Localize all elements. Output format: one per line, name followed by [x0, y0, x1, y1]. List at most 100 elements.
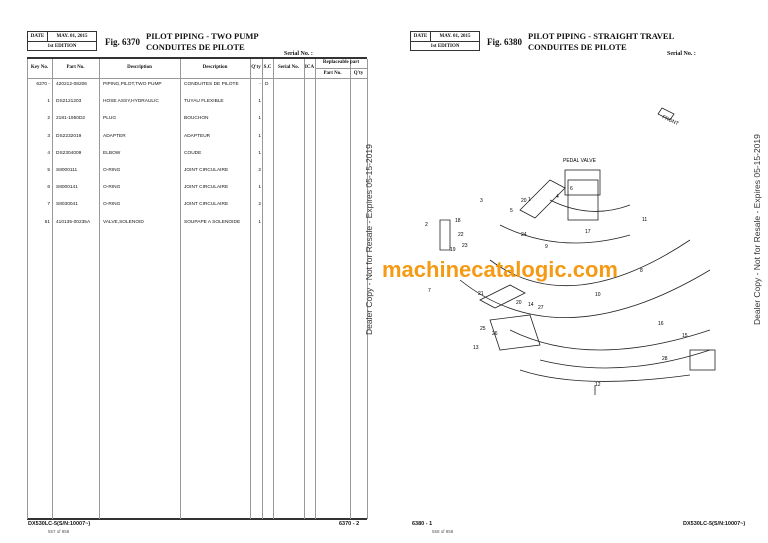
cell-en: O-RING	[103, 185, 121, 191]
col-rep-part-no: Part No.	[323, 71, 342, 76]
cell-part: DS2304009	[56, 150, 82, 156]
column-divider	[315, 59, 316, 519]
front-label: FRONT	[661, 114, 679, 127]
cell-en: VALVE,SOLENOID	[103, 219, 144, 225]
cell-fr: COUDE	[184, 150, 202, 156]
dealer-notice-left: Dealer Copy - Not for Resale - Expires 0…	[364, 144, 374, 335]
cell-fr: JOINT CIRCULAIRE	[184, 185, 229, 191]
cell-key: 6370 -	[36, 82, 50, 87]
front-arrow-icon	[657, 107, 675, 121]
column-divider	[250, 59, 251, 519]
callout-number: 3	[480, 198, 483, 204]
footer-model-right: DX530LC-5(S/N:10007~)	[683, 521, 746, 527]
cell-key: 1	[47, 99, 50, 105]
column-divider	[27, 59, 28, 519]
callout-number: 28	[662, 356, 668, 362]
callout-number: 18	[455, 218, 461, 224]
col-desc-fr: Description	[202, 65, 228, 70]
date-label: DATE	[28, 32, 48, 41]
cell-qty: 1	[258, 185, 261, 191]
watermark: machinecatalogic.com	[382, 257, 618, 282]
cell-part: 2181-1950D2	[56, 116, 86, 122]
footer-page-left: 6370 - 2	[339, 521, 360, 527]
col-key-no: Key No.	[30, 65, 49, 70]
column-divider	[273, 59, 274, 519]
col-replaceable: Replaceable part	[322, 60, 360, 65]
title-en: PILOT PIPING - TWO PUMP	[146, 31, 259, 41]
cell-part: S8030041	[56, 202, 78, 208]
cell-qty: 1	[258, 219, 261, 225]
callout-number: 25	[480, 326, 486, 332]
callout-number: 10	[595, 292, 601, 298]
cell-qty: 1	[258, 133, 261, 139]
cell-qty: 2	[258, 168, 261, 173]
table-top-rule	[27, 57, 367, 59]
cell-qty: 1	[258, 99, 261, 105]
footer-model-left: DX530LC-5(S/N:10007~)	[28, 521, 91, 527]
cell-fr: CONDUITES DE PILOTE	[184, 82, 239, 87]
callout-number: 19	[450, 247, 456, 253]
col-ica: ICA	[304, 65, 315, 70]
col-part-no: Part No.	[66, 65, 85, 70]
callout-number: 23	[462, 243, 468, 249]
callout-number: 1	[528, 197, 531, 203]
cell-key: 51	[44, 219, 50, 225]
column-divider	[350, 59, 351, 519]
column-divider	[262, 59, 263, 519]
cell-fr: ADAPTEUR	[184, 133, 211, 139]
cell-qty: -	[259, 82, 261, 87]
cell-key: 4	[47, 150, 50, 156]
cell-qty: 1	[258, 116, 261, 122]
callout-number: 24	[521, 232, 527, 238]
figure-number-right: Fig. 6380	[487, 37, 522, 47]
callout-number: 7	[428, 288, 431, 294]
callout-number: 17	[585, 229, 591, 235]
header-rule	[27, 78, 367, 79]
edition: 1st EDITION	[430, 44, 460, 49]
callout-number: 20	[516, 300, 522, 306]
cell-en: O-RING	[103, 168, 121, 173]
cell-key: 3	[47, 133, 50, 139]
cell-fr: SOUPAPE A SOLENOIDE	[184, 219, 241, 225]
footer-page-count-left: 557 of 858	[48, 529, 70, 534]
serial-label-right: Serial No. :	[667, 51, 696, 57]
column-divider	[180, 59, 181, 519]
date-value: MAY. 01, 2015	[439, 34, 471, 39]
cell-fr: TUYAU FLEXIBLE	[184, 99, 224, 105]
callout-number: 4	[556, 194, 559, 200]
cell-key: 2	[47, 116, 50, 122]
callout-number: 20	[521, 198, 527, 204]
cell-en: PIPING,PILOT,TWO PUMP	[103, 82, 162, 87]
callout-number: 8	[640, 268, 643, 274]
cell-qty: 1	[258, 150, 261, 156]
column-divider	[367, 59, 368, 519]
col-serial-no: Serial No.	[277, 65, 300, 70]
column-divider	[99, 59, 100, 519]
cell-fr: BOUCHON	[184, 116, 209, 122]
cell-fr: JOINT CIRCULAIRE	[184, 168, 229, 173]
footer-page-count-right: 558 of 858	[432, 529, 454, 534]
column-divider	[52, 59, 53, 519]
title-fr: CONDUITES DE PILOTE	[146, 42, 245, 52]
callout-number: 2	[425, 222, 428, 228]
cell-sc: D	[265, 82, 269, 87]
col-sc: S.C	[263, 65, 272, 70]
callout-number: 12	[595, 382, 601, 388]
footer-page-right: 6380 - 1	[412, 521, 433, 527]
callout-number: 11	[642, 217, 647, 223]
callout-number: 9	[545, 244, 548, 250]
subheader-rule	[315, 68, 367, 69]
cell-key: 5	[47, 168, 50, 173]
table-bottom-rule	[27, 518, 367, 520]
callout-number: 5	[510, 208, 513, 214]
cell-en: ADAPTER	[103, 133, 126, 139]
pedal-valve-body	[564, 169, 601, 196]
cell-en: HOSE ASSY,HYDRAULIC	[103, 99, 159, 105]
callout-number: 26	[492, 331, 498, 337]
col-rep-qty: Q'ty	[353, 71, 364, 76]
cell-en: O-RING	[103, 202, 121, 208]
callout-number: 13	[473, 345, 479, 351]
cell-key: 6	[47, 185, 50, 191]
cell-part: S8000111	[56, 168, 78, 173]
